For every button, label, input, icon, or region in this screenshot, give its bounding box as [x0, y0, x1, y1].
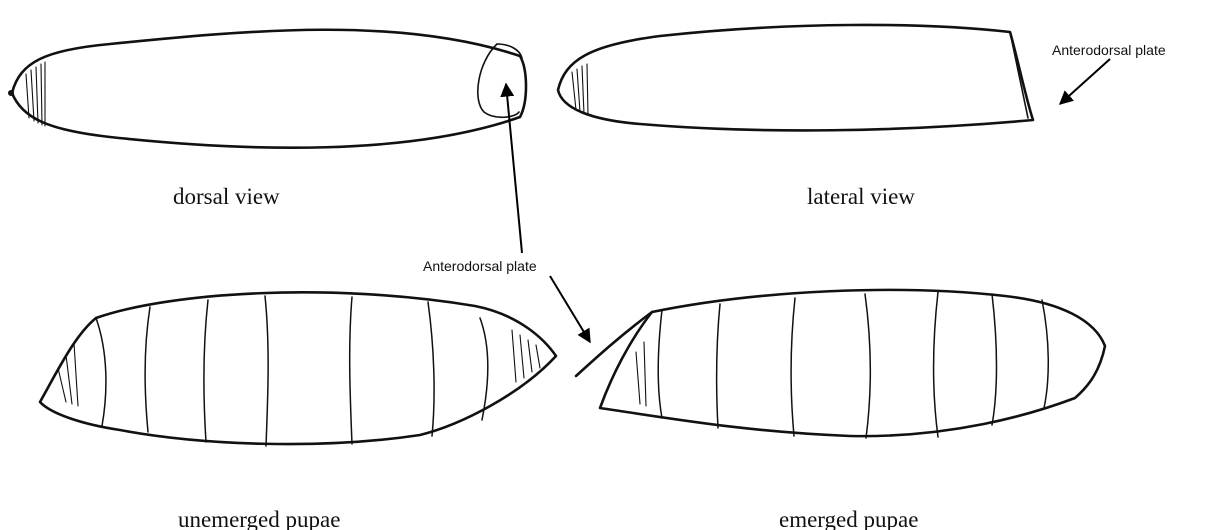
dorsal-view-puparium: [8, 30, 526, 148]
center-plate-label: Anterodorsal plate: [423, 258, 537, 274]
unemerged-pupae-caption: unemerged pupae: [178, 507, 340, 530]
emerged-pupae-caption: emerged pupae: [779, 507, 918, 530]
lateral-view-puparium: [558, 25, 1033, 130]
emerged-segments: [658, 292, 1048, 438]
unemerged-hatching: [58, 330, 540, 406]
lateral-plate-arrow: [1060, 59, 1110, 104]
unemerged-segments: [96, 296, 488, 446]
lateral-plate-label: Anterodorsal plate: [1052, 42, 1166, 58]
center-plate-arrow-up: [506, 84, 522, 253]
dorsal-view-caption: dorsal view: [173, 184, 280, 209]
emerged-hatching: [636, 342, 646, 406]
unemerged-pupa: [40, 292, 556, 446]
lateral-view-caption: lateral view: [807, 184, 915, 209]
center-plate-arrow-down: [550, 276, 590, 342]
emerged-pupa: [576, 290, 1105, 438]
dorsal-posterior-spiracle-hatching: [26, 62, 45, 126]
